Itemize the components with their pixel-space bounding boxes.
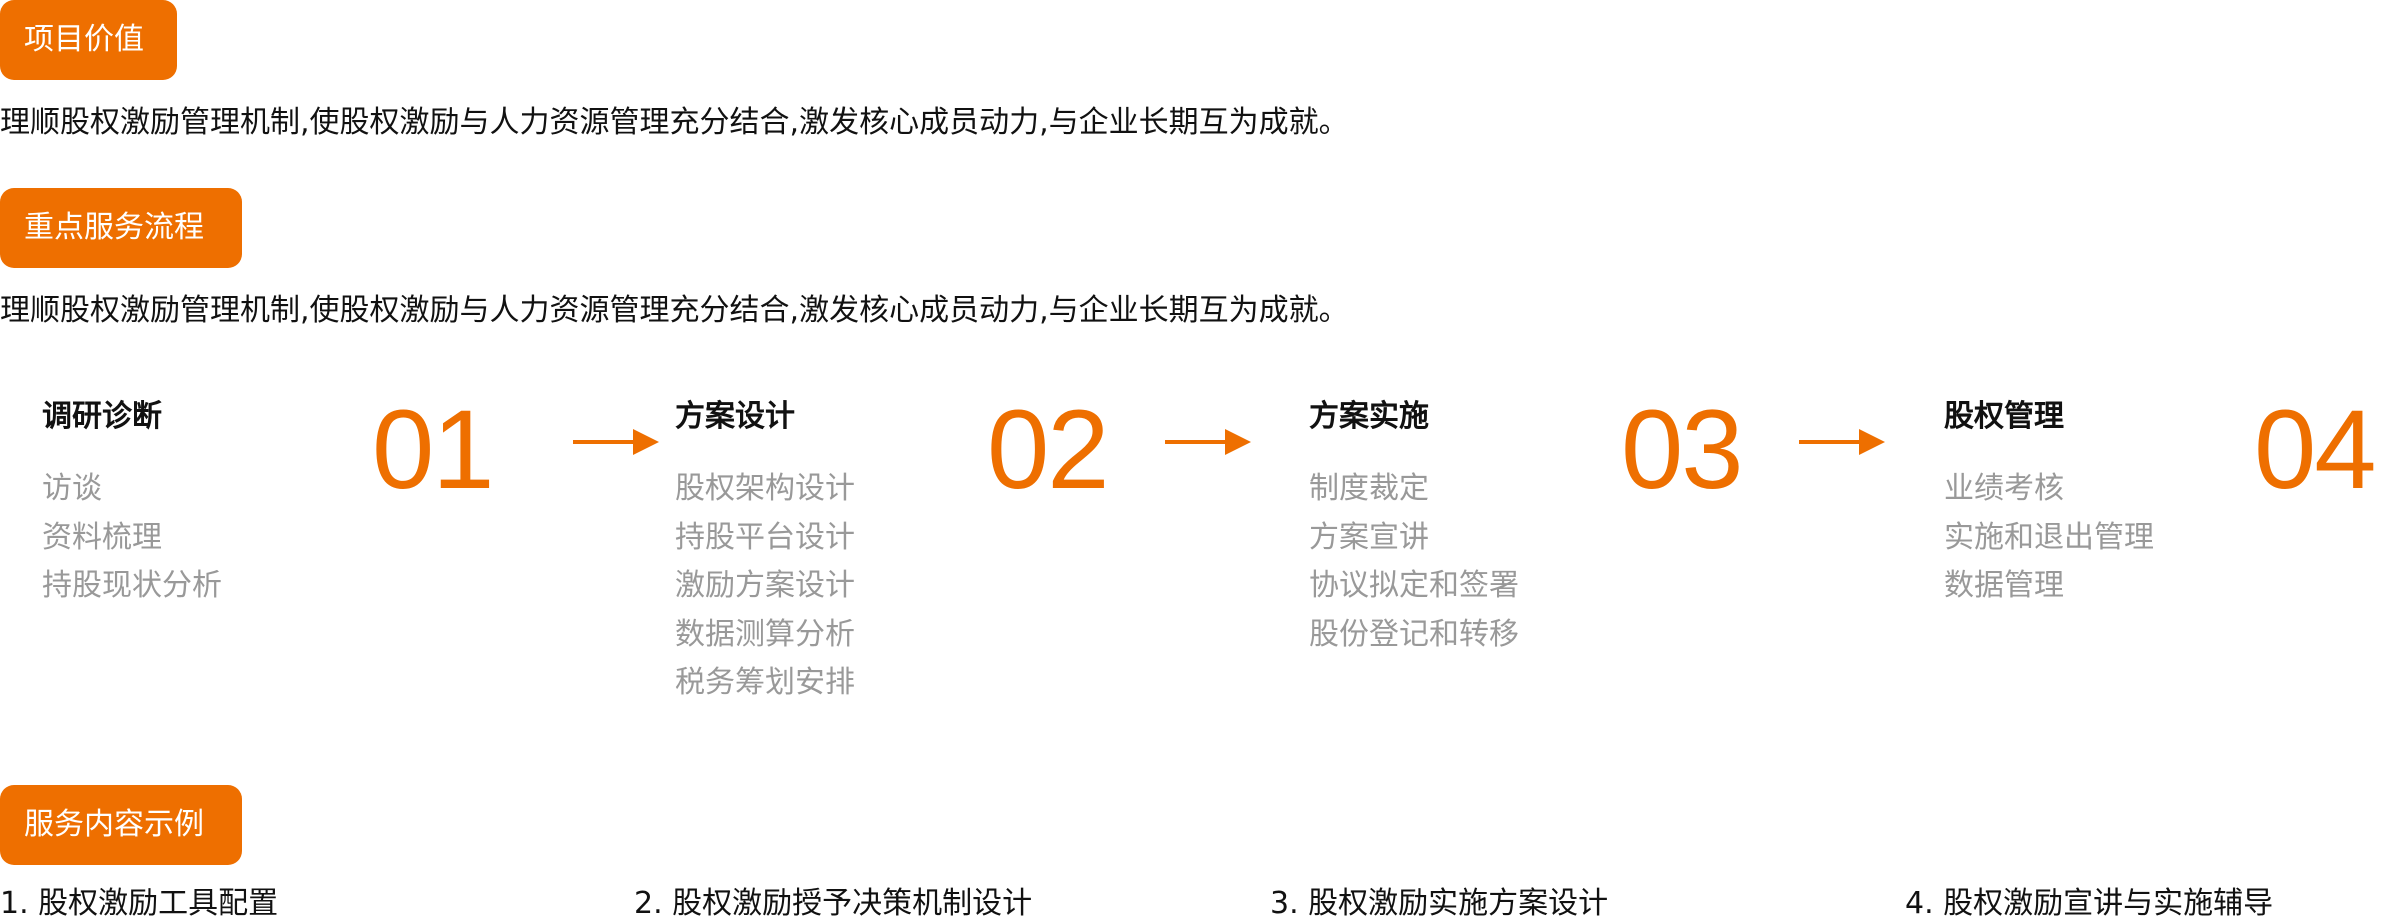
step-item: 资料梳理 [42, 519, 162, 555]
service-process-text: 理顺股权激励管理机制,使股权激励与人力资源管理充分结合,激发核心成员动力,与企业… [0, 293, 1349, 328]
project-value-text: 理顺股权激励管理机制,使股权激励与人力资源管理充分结合,激发核心成员动力,与企业… [0, 105, 1349, 140]
section-badge-service-process: 重点服务流程 [0, 188, 242, 268]
example-item: 4. 股权激励宣讲与实施辅导 [1905, 886, 2274, 921]
step-item: 股权架构设计 [675, 471, 855, 506]
arrow-right-icon [1165, 429, 1251, 455]
step-item: 数据管理 [1944, 568, 2064, 603]
step-item: 持股现状分析 [42, 568, 222, 603]
step-item: 持股平台设计 [675, 519, 855, 555]
process-step-4: 股权管理 04 业绩考核 实施和退出管理 数据管理 [1944, 387, 2400, 735]
step-title: 股权管理 [1944, 399, 2064, 434]
process-step-2: 方案设计 02 股权架构设计 持股平台设计 激励方案设计 数据测算分析 税务筹划… [675, 387, 1275, 735]
step-item: 方案宣讲 [1309, 519, 1429, 555]
section-badge-project-value: 项目价值 [0, 0, 177, 80]
process-step-1: 调研诊断 01 访谈 资料梳理 持股现状分析 [42, 387, 659, 735]
step-item: 股份登记和转移 [1309, 616, 1519, 652]
step-item: 税务筹划安排 [675, 665, 855, 700]
example-item: 1. 股权激励工具配置 [0, 886, 279, 921]
step-number: 03 [1621, 387, 1744, 512]
step-title: 方案设计 [675, 399, 795, 434]
step-title: 方案实施 [1309, 399, 1429, 434]
step-item: 数据测算分析 [675, 616, 855, 652]
example-item: 2. 股权激励授予决策机制设计 [634, 886, 1033, 921]
step-title: 调研诊断 [42, 399, 162, 434]
process-step-3: 方案实施 03 制度裁定 方案宣讲 协议拟定和签署 股份登记和转移 [1309, 387, 1909, 735]
section-badge-service-examples: 服务内容示例 [0, 785, 242, 865]
arrow-right-icon [573, 429, 659, 455]
arrow-right-icon [1799, 429, 1885, 455]
step-item: 访谈 [42, 471, 102, 506]
step-item: 业绩考核 [1944, 471, 2064, 506]
step-item: 实施和退出管理 [1944, 519, 2154, 555]
service-examples-list: 1. 股权激励工具配置 2. 股权激励授予决策机制设计 3. 股权激励实施方案设… [0, 884, 2400, 924]
example-item: 3. 股权激励实施方案设计 [1270, 886, 1609, 921]
step-item: 激励方案设计 [675, 568, 855, 603]
step-number: 04 [2254, 387, 2377, 512]
step-item: 制度裁定 [1309, 471, 1429, 506]
step-number: 02 [987, 387, 1110, 512]
step-number: 01 [372, 387, 495, 512]
step-item: 协议拟定和签署 [1309, 568, 1519, 603]
